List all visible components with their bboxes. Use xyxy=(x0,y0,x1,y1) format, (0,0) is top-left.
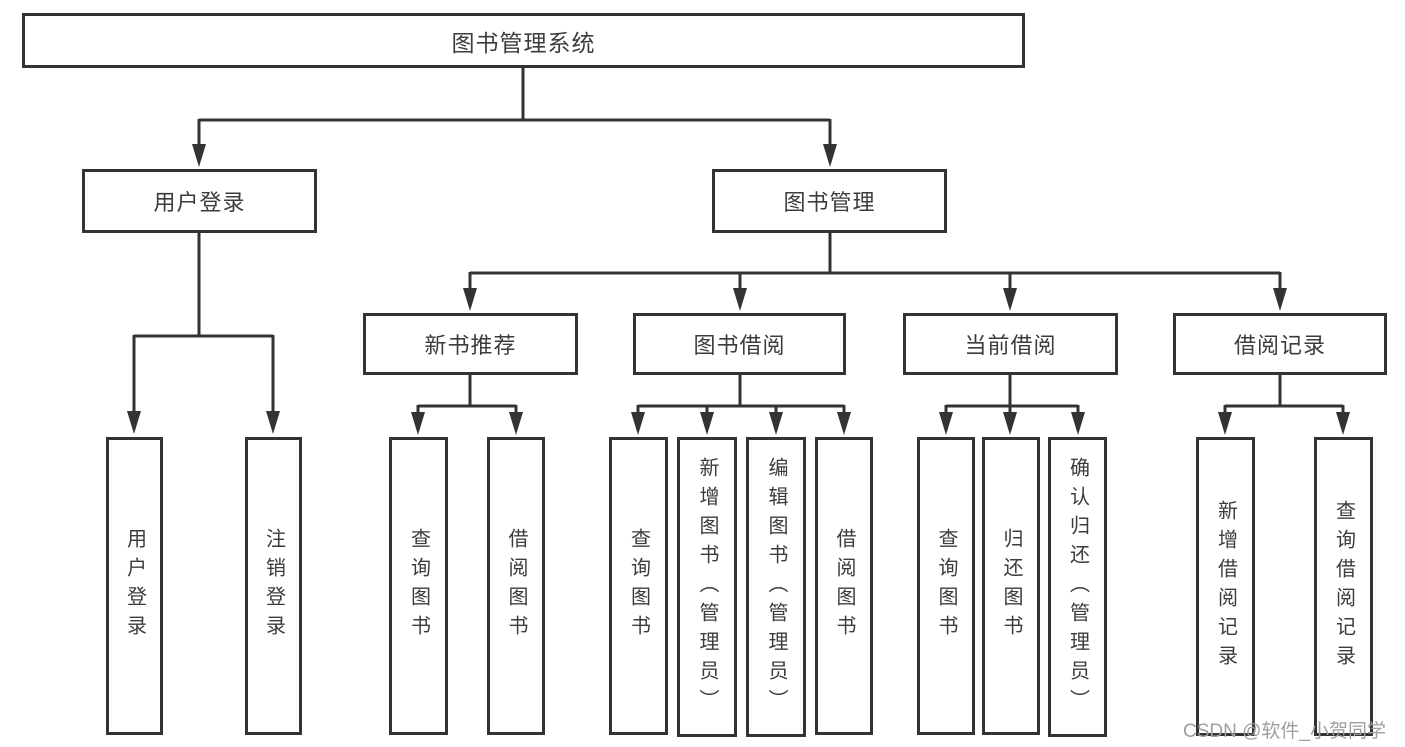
arrowhead xyxy=(939,412,953,435)
arrowheads xyxy=(127,144,1350,435)
leaf-current-query-book: 查询图书 xyxy=(917,437,975,735)
arrowhead xyxy=(1218,412,1232,435)
connector-root-to-level2 xyxy=(197,68,832,145)
node-label: 查询图书 xyxy=(935,528,957,644)
node-label: 查询图书 xyxy=(407,528,430,644)
node-label: 图书借阅 xyxy=(693,333,786,358)
leaf-borrowing-query-book: 查询图书 xyxy=(609,437,668,735)
node-label: 用户登录 xyxy=(123,528,146,644)
node-book-management: 图书管理 xyxy=(712,169,947,233)
leaf-recommend-borrow-book: 借阅图书 xyxy=(487,437,545,735)
arrowhead xyxy=(823,144,837,167)
leaf-current-confirm-return-admin: 确认归还（管理员） xyxy=(1048,437,1107,737)
connector-records-to-leaves xyxy=(1223,375,1345,413)
node-current-borrowing: 当前借阅 xyxy=(903,313,1118,375)
node-label: 当前借阅 xyxy=(964,333,1057,358)
csdn-watermark: CSDN @软件_小贺同学 xyxy=(1183,721,1386,742)
connector-userlogin-to-leaves xyxy=(132,233,275,412)
arrowhead xyxy=(509,412,523,435)
arrowhead xyxy=(1273,288,1287,311)
node-label: 借阅记录 xyxy=(1233,333,1326,358)
leaf-current-return-book: 归还图书 xyxy=(982,437,1040,735)
node-user-login: 用户登录 xyxy=(82,169,317,233)
arrowhead xyxy=(192,144,206,167)
node-label: 归还图书 xyxy=(1000,528,1022,644)
node-root-library-management-system: 图书管理系统 xyxy=(22,13,1025,68)
connector-borrowing-to-leaves xyxy=(636,375,846,413)
node-borrowing-records: 借阅记录 xyxy=(1173,313,1387,375)
connector-bookmgmt-to-level3 xyxy=(468,233,1282,290)
arrowhead xyxy=(411,412,425,435)
node-label: 查询图书 xyxy=(627,528,650,644)
arrowhead xyxy=(1003,288,1017,311)
node-label: 确认归还（管理员） xyxy=(1066,456,1089,718)
arrowhead xyxy=(837,412,851,435)
arrowhead xyxy=(769,412,783,435)
node-label: 借阅图书 xyxy=(833,528,855,644)
connector-current-to-leaves xyxy=(944,375,1080,413)
arrowhead xyxy=(733,288,747,311)
leaf-records-query-record: 查询借阅记录 xyxy=(1314,437,1373,736)
node-label: 新书推荐 xyxy=(424,333,517,358)
node-label: 新增图书（管理员） xyxy=(696,456,718,718)
node-label: 用户登录 xyxy=(153,190,246,215)
node-label: 注销登录 xyxy=(262,528,285,644)
node-label: 借阅图书 xyxy=(505,528,527,644)
arrowhead xyxy=(700,412,714,435)
arrowhead xyxy=(1336,412,1350,435)
node-new-book-recommend: 新书推荐 xyxy=(363,313,578,375)
arrowhead xyxy=(1071,412,1085,435)
leaf-borrowing-borrow-book: 借阅图书 xyxy=(815,437,873,735)
leaf-logout-login: 注销登录 xyxy=(245,437,302,735)
arrowhead xyxy=(463,288,477,311)
leaf-records-add-record: 新增借阅记录 xyxy=(1196,437,1255,736)
node-label: 编辑图书（管理员） xyxy=(765,456,787,718)
node-label: 图书管理 xyxy=(783,190,876,215)
arrowhead xyxy=(127,411,141,434)
arrowhead xyxy=(631,412,645,435)
node-label: 查询借阅记录 xyxy=(1332,499,1355,674)
leaf-borrowing-edit-book-admin: 编辑图书（管理员） xyxy=(746,437,806,737)
node-book-borrowing: 图书借阅 xyxy=(633,313,846,375)
leaf-user-login: 用户登录 xyxy=(106,437,163,735)
node-label: 图书管理系统 xyxy=(451,29,596,56)
arrowhead xyxy=(266,411,280,434)
node-label: 新增借阅记录 xyxy=(1214,499,1237,674)
leaf-recommend-query-book: 查询图书 xyxy=(389,437,448,735)
arrowhead xyxy=(1003,412,1017,435)
leaf-borrowing-add-book-admin: 新增图书（管理员） xyxy=(677,437,737,737)
connector-recommend-to-leaves xyxy=(416,375,518,413)
